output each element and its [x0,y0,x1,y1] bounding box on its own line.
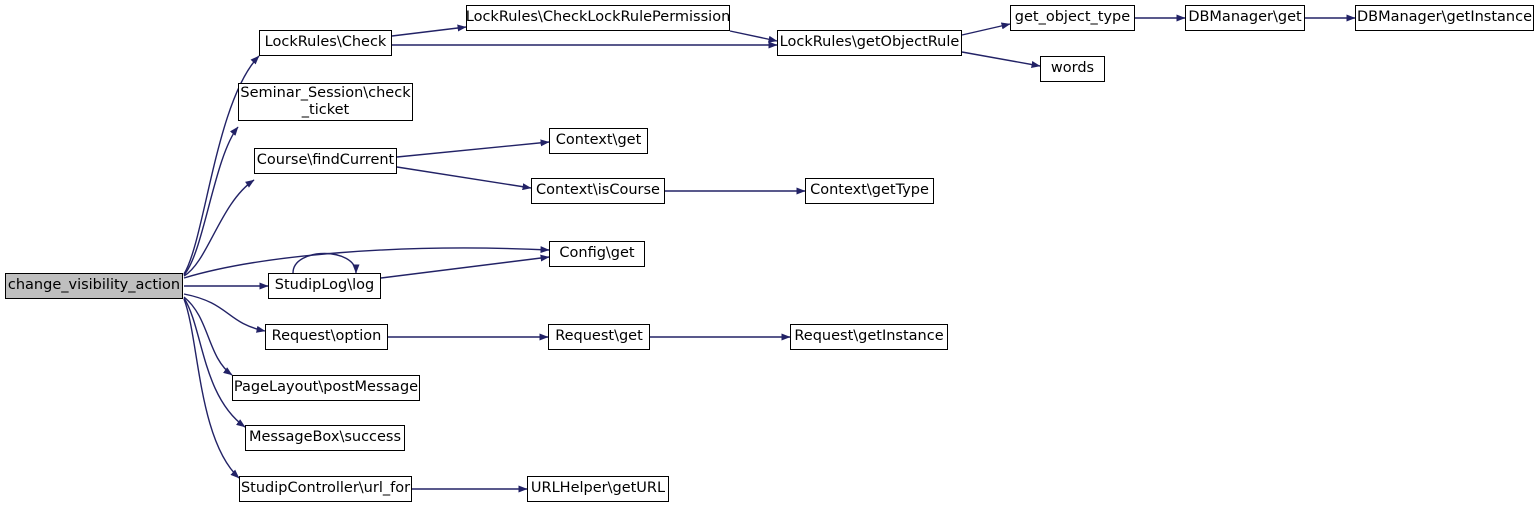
graph-node-label-lockrules_checklockrulepermission: LockRules\CheckLockRulePermission [465,9,731,26]
edge-lockrules_getobjectrule-to-words [961,51,1041,68]
graph-node-label-change_visibility_action: change_visibility_action [7,277,181,294]
graph-node-label-context_gettype: Context\getType [810,182,929,199]
graph-node-studipcontroller_url_for[interactable]: StudipController\url_for [239,476,412,502]
graph-node-label-seminar_session_check_ticket: Seminar_Session\check _ticket [240,84,411,118]
graph-node-label-request_get: Request\get [555,328,643,345]
edge-course_findcurrent-to-context_iscourse [396,166,532,191]
graph-node-course_findcurrent[interactable]: Course\findCurrent [254,148,397,174]
graph-node-label-urlhelper_geturl: URLHelper\getURL [530,480,666,497]
graph-node-change_visibility_action[interactable]: change_visibility_action [5,273,183,299]
graph-node-messagebox_success[interactable]: MessageBox\success [245,425,405,451]
edge-studiplog_log-to-studiplog_log [292,252,360,274]
edge-change_visibility_action-to-pagelayout_postmessage [183,296,233,376]
edge-studiplog_log-to-config_get [380,254,550,279]
graph-node-context_get[interactable]: Context\get [549,128,648,154]
graph-node-label-dbmanager_get: DBManager\get [1188,9,1302,26]
graph-node-label-request_option: Request\option [271,328,382,345]
graph-node-request_get[interactable]: Request\get [548,324,650,350]
graph-node-label-dbmanager_getinstance: DBManager\getInstance [1356,9,1533,26]
graph-node-label-pagelayout_postmessage: PageLayout\postMessage [233,379,419,396]
graph-node-context_iscourse[interactable]: Context\isCourse [531,178,665,204]
graph-node-label-request_getinstance: Request\getInstance [794,328,944,345]
graph-node-label-studiplog_log: StudipLog\log [274,277,375,294]
graph-node-pagelayout_postmessage[interactable]: PageLayout\postMessage [232,375,420,401]
graph-node-label-messagebox_success: MessageBox\success [248,429,402,446]
graph-node-label-course_findcurrent: Course\findCurrent [256,152,395,169]
graph-node-label-get_object_type: get_object_type [1014,9,1131,26]
graph-node-request_getinstance[interactable]: Request\getInstance [790,324,948,350]
graph-node-seminar_session_check_ticket[interactable]: Seminar_Session\check _ticket [238,83,413,121]
edge-change_visibility_action-to-seminar_session_check_ticket [183,126,239,276]
edge-lockrules_check-to-lockrules_checklockrulepermission [391,24,467,37]
graph-node-lockrules_getobjectrule[interactable]: LockRules\getObjectRule [777,30,962,56]
graph-node-request_option[interactable]: Request\option [265,324,388,350]
graph-node-lockrules_check[interactable]: LockRules\Check [259,30,392,56]
graph-node-dbmanager_getinstance[interactable]: DBManager\getInstance [1355,5,1534,31]
graph-node-label-context_iscourse: Context\isCourse [536,182,660,199]
graph-node-label-config_get: Config\get [559,245,635,262]
edge-change_visibility_action-to-request_option [183,293,266,333]
graph-node-label-context_get: Context\get [555,132,642,149]
edge-course_findcurrent-to-context_get [396,139,550,158]
graph-node-config_get[interactable]: Config\get [549,241,645,267]
graph-node-label-lockrules_getobjectrule: LockRules\getObjectRule [779,34,960,51]
graph-node-words[interactable]: words [1040,56,1105,82]
graph-node-urlhelper_geturl[interactable]: URLHelper\getURL [527,476,669,502]
graph-node-context_gettype[interactable]: Context\getType [805,178,934,204]
graph-node-lockrules_checklockrulepermission[interactable]: LockRules\CheckLockRulePermission [466,5,730,31]
graph-node-label-words: words [1050,60,1095,77]
edge-change_visibility_action-to-messagebox_success [183,297,246,428]
graph-node-get_object_type[interactable]: get_object_type [1010,5,1135,31]
graph-node-label-lockrules_check: LockRules\Check [264,34,387,51]
graph-node-label-studipcontroller_url_for: StudipController\url_for [240,480,411,497]
edge-change_visibility_action-to-studipcontroller_url_for [183,298,240,479]
edge-lockrules_checklockrulepermission-to-lockrules_getobjectrule [729,30,778,43]
edge-change_visibility_action-to-course_findcurrent [183,179,255,277]
graph-node-studiplog_log[interactable]: StudipLog\log [268,273,381,299]
edge-lockrules_getobjectrule-to-get_object_type [961,22,1011,36]
graph-node-dbmanager_get[interactable]: DBManager\get [1185,5,1305,31]
